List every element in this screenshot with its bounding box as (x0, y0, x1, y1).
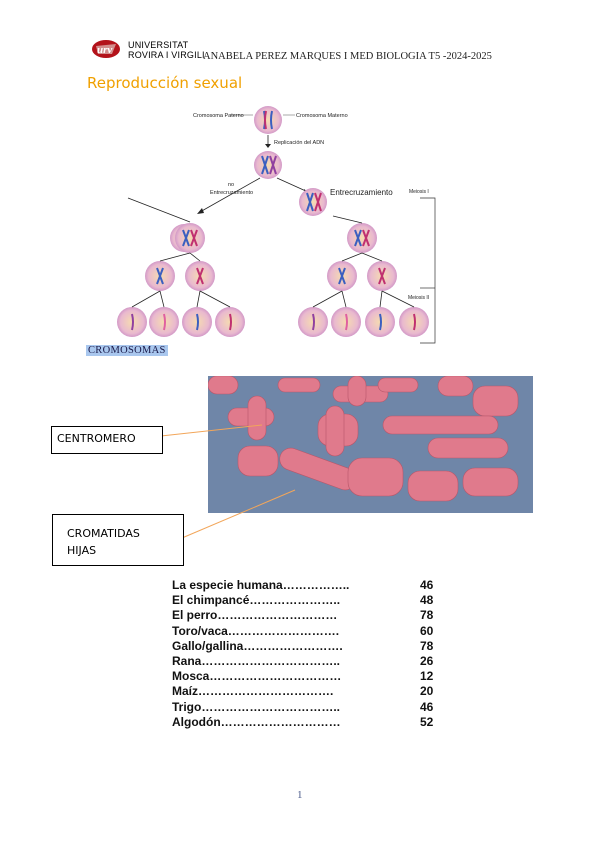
list-item: Toro/vaca……………………….60 (172, 623, 434, 638)
label-paterno: Cromosoma Paterno (193, 113, 244, 119)
chromosome-shape (377, 377, 419, 393)
chromosome-shape (437, 376, 474, 397)
cell-r2 (367, 261, 397, 291)
gamete-7 (365, 307, 395, 337)
chromosome-shape (472, 385, 519, 417)
gamete-3 (182, 307, 212, 337)
list-item: Trigo……………………………..46 (172, 699, 434, 714)
list-item: Mosca……………………………12 (172, 669, 434, 684)
diagram-arrow (159, 290, 165, 308)
chromosome-shape (462, 467, 519, 497)
university-logo: urv (92, 40, 120, 58)
label-entrecruz: Entrecruzamiento (330, 188, 393, 197)
chromosome-shape (382, 415, 499, 435)
diagram-arrow (199, 290, 231, 308)
gamete-6 (331, 307, 361, 337)
gamete-2 (149, 307, 179, 337)
callout-cromatidas: CROMATIDAS HIJAS (52, 514, 184, 566)
callout-centromero-text: CENTROMERO (57, 432, 136, 445)
gamete-8 (399, 307, 429, 337)
gamete-4 (215, 307, 245, 337)
diagram-arrow (127, 197, 191, 223)
header-text: ANABELA PEREZ MARQUES I MED BIOLOGIA T5 … (203, 51, 492, 62)
cell-parent (254, 106, 282, 134)
gamete-5 (298, 307, 328, 337)
chromosome-shape (317, 405, 359, 457)
diagram-arrow (159, 252, 191, 262)
diagram-arrow (341, 290, 347, 308)
label-no-entrecruz: Entrecruzamiento (210, 190, 253, 196)
cell-meiosis1-left (175, 223, 205, 253)
diagram-arrow (341, 252, 363, 262)
list-item: El perro…………………………78 (172, 608, 434, 623)
list-item: Rana……………………………..26 (172, 653, 434, 668)
logo-wordmark: UNIVERSITAT ROVIRA I VIRGILI (128, 40, 205, 60)
page-number: 1 (297, 789, 303, 801)
list-item: Algodón…………………………52 (172, 714, 434, 729)
list-item: Maíz…………………………….20 (172, 684, 434, 699)
cell-l2 (185, 261, 215, 291)
diagram-arrow (189, 252, 201, 262)
list-item: Gallo/gallina…………………….78 (172, 638, 434, 653)
cell-crossover (299, 188, 327, 216)
diagram-arrow (332, 215, 363, 224)
chromosome-shape (407, 470, 459, 502)
label-no: no (228, 182, 234, 188)
diagram-arrow (381, 290, 415, 308)
chromosome-shape (208, 376, 239, 395)
diagram-arrow (379, 290, 383, 308)
diagram-arrow (312, 290, 343, 308)
chromosome-shape (427, 437, 509, 459)
cell-replicated (254, 151, 282, 179)
chromosome-micrograph (208, 376, 533, 513)
chromosome-shape (347, 457, 404, 497)
label-meiosis2: Meiosis II (408, 295, 429, 301)
meiosis-diagram: Cromosoma Paterno Cromosoma Materno Repl… (117, 106, 436, 344)
logo-line2: ROVIRA I VIRGILI (128, 50, 205, 60)
list-item: La especie humana……………..46 (172, 578, 434, 592)
diagram-arrow (361, 252, 383, 262)
svg-text:urv: urv (97, 44, 112, 56)
chromosome-shape (332, 376, 389, 407)
cromosomas-label: CROMOSOMAS (86, 345, 168, 356)
label-replicacion: Replicación del ADN (274, 140, 324, 146)
list-item: El chimpancé…………………..48 (172, 593, 434, 608)
cell-l1 (145, 261, 175, 291)
diagram-arrow (131, 290, 161, 308)
gamete-1 (117, 307, 147, 337)
chromosome-count-list: La especie humana……………..46 El chimpancé…… (172, 578, 442, 730)
callout-cromatidas-text: CROMATIDAS HIJAS (67, 527, 140, 557)
callout-centromero: CENTROMERO (51, 426, 163, 454)
cell-r1 (327, 261, 357, 291)
chromosome-shape (237, 445, 279, 477)
logo-line1: UNIVERSITAT (128, 40, 189, 50)
chromosome-shape (277, 377, 321, 393)
section-title: Reproducción sexual (87, 74, 243, 92)
label-materno: Cromosoma Materno (296, 113, 348, 119)
cell-meiosis1-right (347, 223, 377, 253)
label-meiosis1: Meiosis I (409, 189, 429, 195)
diagram-arrow (196, 290, 201, 308)
